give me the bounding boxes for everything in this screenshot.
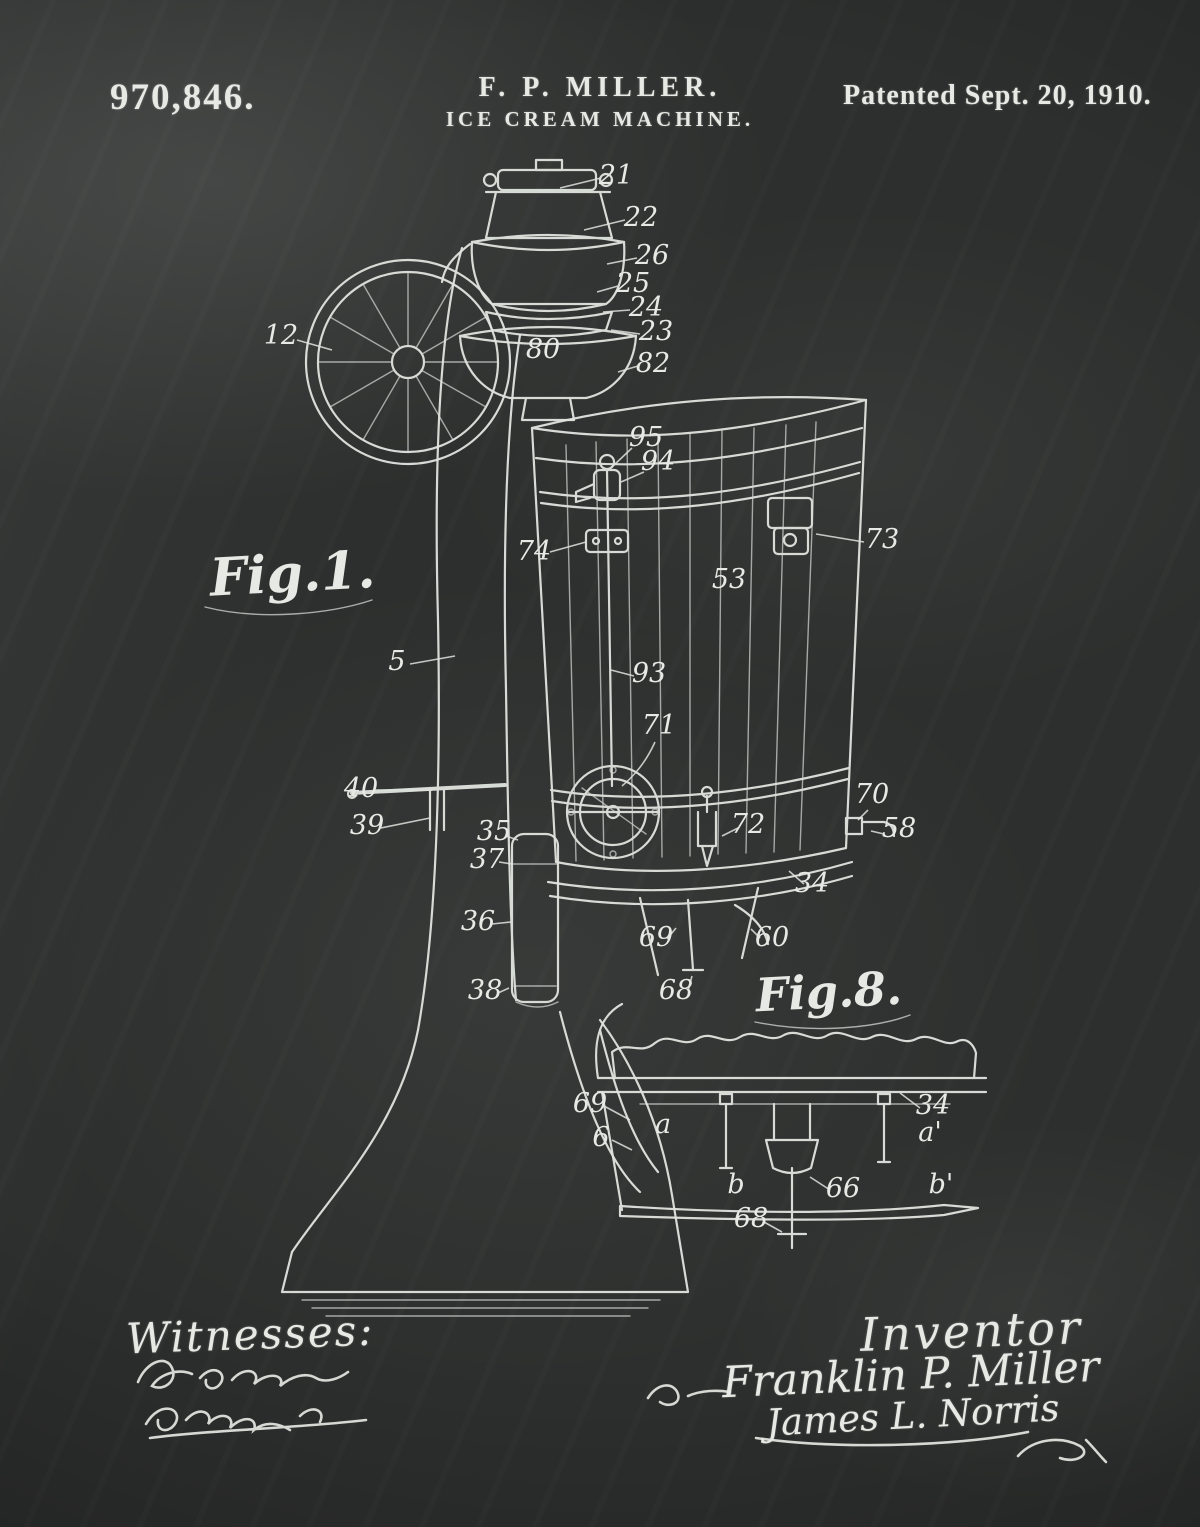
page-title: ICE CREAM MACHINE. bbox=[445, 107, 755, 131]
part-label: 74 bbox=[517, 536, 551, 567]
figure-labels: Fig.1. Fig.8. bbox=[204, 539, 911, 1030]
part-label: 23 bbox=[638, 316, 673, 347]
part-label: 68 bbox=[734, 1203, 768, 1234]
part-label: b' bbox=[929, 1169, 954, 1200]
signatures bbox=[136, 1359, 1108, 1464]
part-label: 26 bbox=[634, 240, 669, 271]
part-label: 53 bbox=[712, 564, 746, 595]
part-label: 71 bbox=[642, 710, 676, 741]
part-label: 66 bbox=[826, 1173, 860, 1204]
fig1-label: Fig.1. bbox=[206, 539, 376, 609]
patent-number: 970,846. bbox=[110, 77, 256, 118]
part-label: 24 bbox=[628, 292, 663, 323]
inventor-header: F. P. MILLER. bbox=[478, 72, 722, 103]
fig8-label: Fig.8. bbox=[752, 961, 903, 1023]
part-label: 25 bbox=[615, 268, 650, 299]
part-label: 37 bbox=[470, 844, 505, 875]
part-label: 73 bbox=[865, 524, 899, 555]
part-label: 21 bbox=[598, 160, 633, 191]
part-label: 35 bbox=[477, 816, 511, 847]
part-label: 38 bbox=[468, 975, 502, 1006]
part-label: a' bbox=[918, 1117, 942, 1148]
fig8-detail bbox=[594, 1002, 988, 1250]
part-label: 34 bbox=[916, 1090, 950, 1121]
part-label: 82 bbox=[636, 348, 670, 379]
part-labels: 21 22 26 25 24 23 80 82 12 95 94 74 73 5… bbox=[264, 160, 954, 1234]
part-label: 95 bbox=[629, 422, 663, 453]
part-label: 60 bbox=[755, 922, 789, 953]
part-label: 22 bbox=[623, 202, 658, 233]
part-label: 68 bbox=[659, 975, 693, 1006]
witness-signature-1 bbox=[136, 1359, 350, 1390]
part-label: 36 bbox=[461, 906, 495, 937]
part-label: a bbox=[655, 1109, 671, 1140]
ice-cream-bucket bbox=[530, 395, 896, 977]
part-label: 72 bbox=[731, 809, 765, 840]
by-flourish bbox=[646, 1384, 732, 1407]
part-label: 6 bbox=[592, 1122, 609, 1153]
part-label: 80 bbox=[526, 334, 560, 365]
part-label: 69 bbox=[573, 1088, 607, 1119]
part-label: 94 bbox=[641, 446, 675, 477]
part-label: 5 bbox=[388, 646, 405, 677]
part-label: 58 bbox=[882, 813, 916, 844]
part-label: 93 bbox=[632, 658, 666, 689]
frame-column bbox=[280, 246, 690, 1317]
witness-signature-2 bbox=[144, 1407, 368, 1440]
patent-date: Patented Sept. 20, 1910. bbox=[843, 80, 1152, 111]
witnesses-label: Witnesses: bbox=[125, 1305, 376, 1364]
part-label: b bbox=[727, 1169, 744, 1200]
part-label: 12 bbox=[264, 320, 298, 351]
part-label: 69 bbox=[639, 922, 673, 953]
norris-underline bbox=[754, 1430, 1030, 1447]
part-label: 34 bbox=[795, 868, 829, 899]
attorney-flourish bbox=[1016, 1438, 1108, 1464]
part-label: 39 bbox=[350, 810, 384, 841]
flywheel bbox=[304, 258, 512, 466]
part-label: 40 bbox=[343, 773, 378, 804]
part-label: 70 bbox=[855, 779, 889, 810]
leader-lines bbox=[296, 177, 921, 1233]
